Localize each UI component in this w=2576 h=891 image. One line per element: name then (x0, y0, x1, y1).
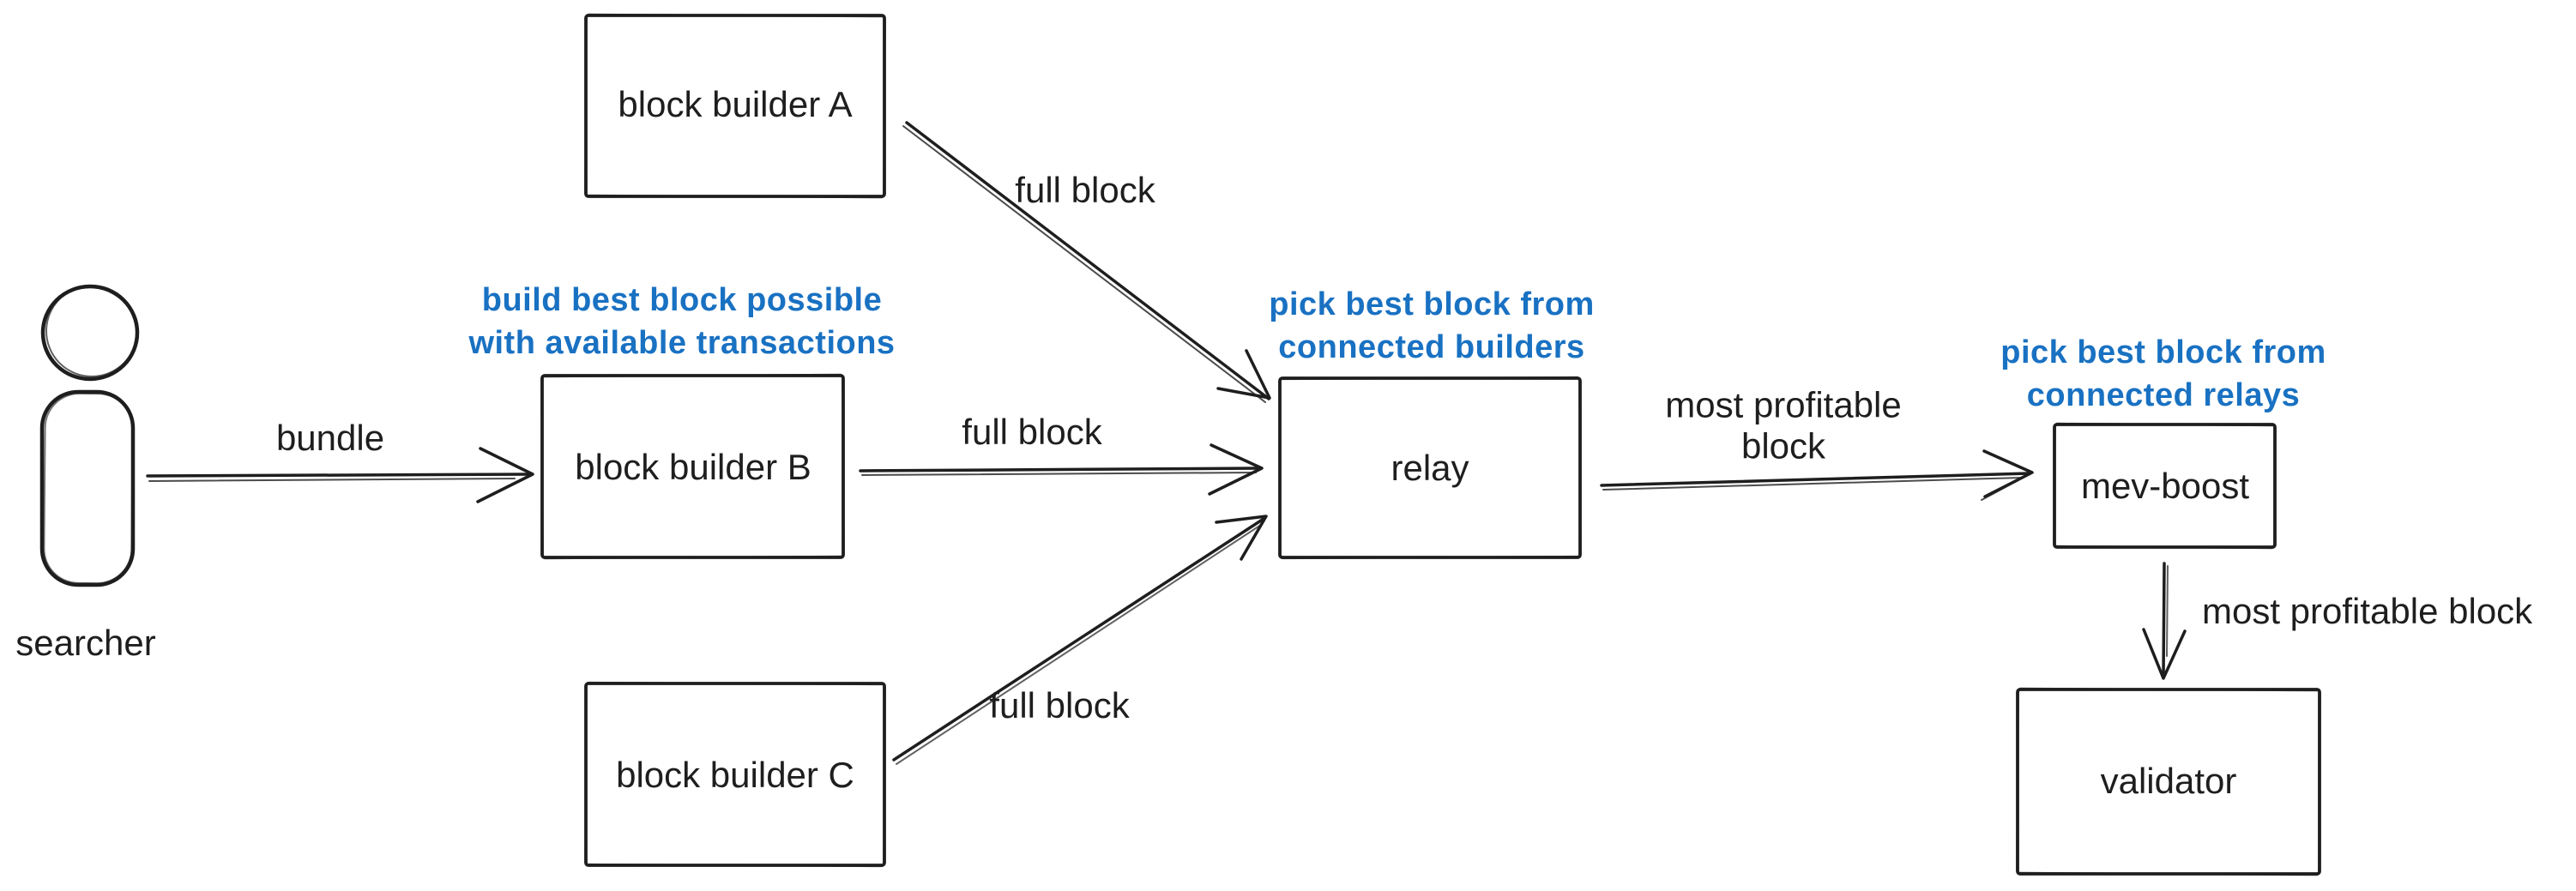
full-block-a-arrow[interactable] (902, 121, 1271, 403)
relay-label[interactable]: relay (1391, 447, 1469, 488)
arrow-head (1215, 515, 1268, 561)
relay-annotation-line2: connected builders (1278, 329, 1585, 365)
searcher-label[interactable]: searcher (15, 622, 156, 663)
builder-b-label[interactable]: block builder B (575, 446, 811, 487)
arrow-line (859, 467, 1260, 473)
searcher-head (40, 284, 140, 382)
box-outline-echo (540, 373, 845, 560)
box-outline-echo (2016, 687, 2321, 876)
arrow-line-echo (2166, 565, 2169, 657)
builder-c-label[interactable]: block builder C (616, 754, 854, 795)
bundle-arrow-label[interactable]: bundle (275, 417, 385, 458)
builder-annotation-line1: build best block possible (481, 282, 883, 318)
most-profitable-arrow-label-line1: most profitable (1665, 384, 1902, 425)
full-block-c-arrow-label[interactable]: full block (989, 684, 1130, 725)
mev-boost-annotation[interactable]: pick best block from connected relays (2000, 331, 2326, 417)
arrow-line (905, 121, 1270, 400)
arrow-head (1216, 349, 1271, 400)
mev-to-validator-arrow-label[interactable]: most profitable block (2202, 590, 2533, 631)
relay-box[interactable] (1278, 376, 1582, 560)
builder-b-box[interactable] (540, 373, 845, 560)
arrow-head (2142, 628, 2187, 680)
validator-box[interactable] (2016, 687, 2321, 876)
builder-annotation[interactable]: build best block possible with available… (468, 279, 895, 364)
searcher-head-echo (45, 285, 138, 377)
validator-label[interactable]: validator (2100, 760, 2237, 801)
arrow-line (146, 473, 532, 478)
bundle-arrow[interactable] (146, 447, 534, 503)
builder-c-box[interactable] (584, 681, 886, 868)
searcher-body (39, 389, 136, 587)
arrow-line-echo (896, 524, 1262, 765)
builder-annotation-line2: with available transactions (468, 325, 896, 361)
arrow-line (892, 517, 1265, 762)
arrow-head (1208, 443, 1264, 496)
full-block-b-arrow-label[interactable]: full block (962, 411, 1102, 452)
builder-a-label[interactable]: block builder A (618, 83, 853, 124)
relay-annotation-line1: pick best block from (1269, 286, 1595, 322)
mev-boost-label[interactable]: mev-boost (2080, 465, 2250, 506)
mev-boost-box[interactable] (2053, 422, 2277, 550)
relay-annotation[interactable]: pick best block from connected builders (1269, 283, 1595, 369)
searcher-figure-icon[interactable] (39, 284, 140, 587)
full-block-c-arrow[interactable] (892, 515, 1268, 765)
arrow-line-echo (1602, 477, 2024, 491)
arrow-head (1982, 449, 2034, 498)
arrow-line-echo (861, 472, 1257, 476)
most-profitable-arrow-label[interactable]: most profitable block (1665, 385, 1901, 468)
box-outline-echo (1278, 376, 1582, 560)
box-outline-echo (2053, 422, 2277, 550)
mev-boost-annotation-line1: pick best block from (2000, 334, 2326, 370)
searcher-body-echo (43, 392, 134, 585)
arrow-head (476, 447, 534, 503)
full-block-a-arrow-label[interactable]: full block (1015, 169, 1155, 210)
arrow-line (1600, 472, 2030, 487)
box-outline-echo (584, 681, 886, 868)
builder-a-box[interactable] (584, 13, 886, 199)
full-block-b-arrow[interactable] (859, 443, 1264, 496)
arrow-line-echo (902, 125, 1266, 403)
box-outline-echo (584, 13, 886, 199)
mev-boost-annotation-line2: connected relays (2026, 377, 2301, 413)
arrow-line-echo (148, 478, 516, 482)
most-profitable-arrow[interactable] (1600, 449, 2034, 501)
mev-to-validator-arrow[interactable] (2142, 562, 2187, 680)
arrow-line (2162, 562, 2166, 678)
most-profitable-arrow-label-line2: block (1740, 426, 1826, 467)
arrow-head-echo (1981, 473, 2030, 501)
